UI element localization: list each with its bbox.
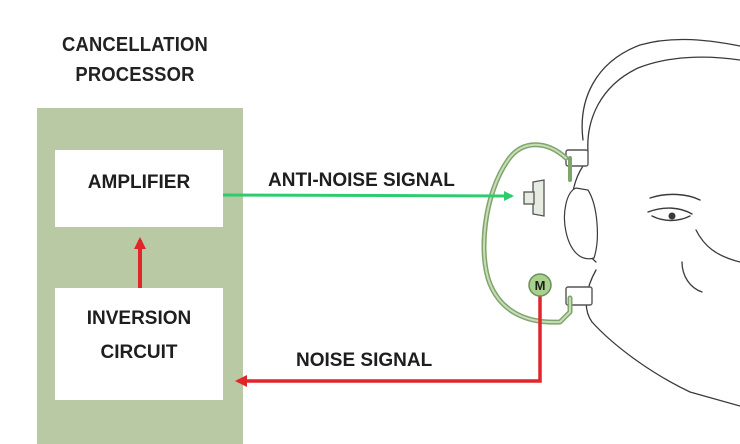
inversion-label-line-2: CIRCUIT xyxy=(100,342,178,363)
ear xyxy=(563,187,598,260)
earcup xyxy=(481,142,573,325)
face-features xyxy=(647,193,701,222)
inversion-circuit-box: INVERSION CIRCUIT xyxy=(55,288,223,400)
amplifier-box: AMPLIFIER xyxy=(55,150,223,227)
amplifier-label: AMPLIFIER xyxy=(87,172,191,193)
anti-noise-signal-label: ANTI-NOISE SIGNAL xyxy=(268,170,455,191)
noise-arrow xyxy=(235,296,542,387)
speaker-icon xyxy=(523,179,545,217)
processor-title: CANCELLATION PROCESSOR xyxy=(48,30,223,90)
title-line-1: CANCELLATION xyxy=(62,34,208,56)
microphone-icon: M xyxy=(528,273,552,297)
noise-signal-label: NOISE SIGNAL xyxy=(296,350,433,371)
anti-noise-arrow xyxy=(222,190,514,201)
inversion-label-line-1: INVERSION xyxy=(86,308,192,329)
title-line-2: PROCESSOR xyxy=(75,64,195,86)
mic-label: M xyxy=(535,278,546,293)
